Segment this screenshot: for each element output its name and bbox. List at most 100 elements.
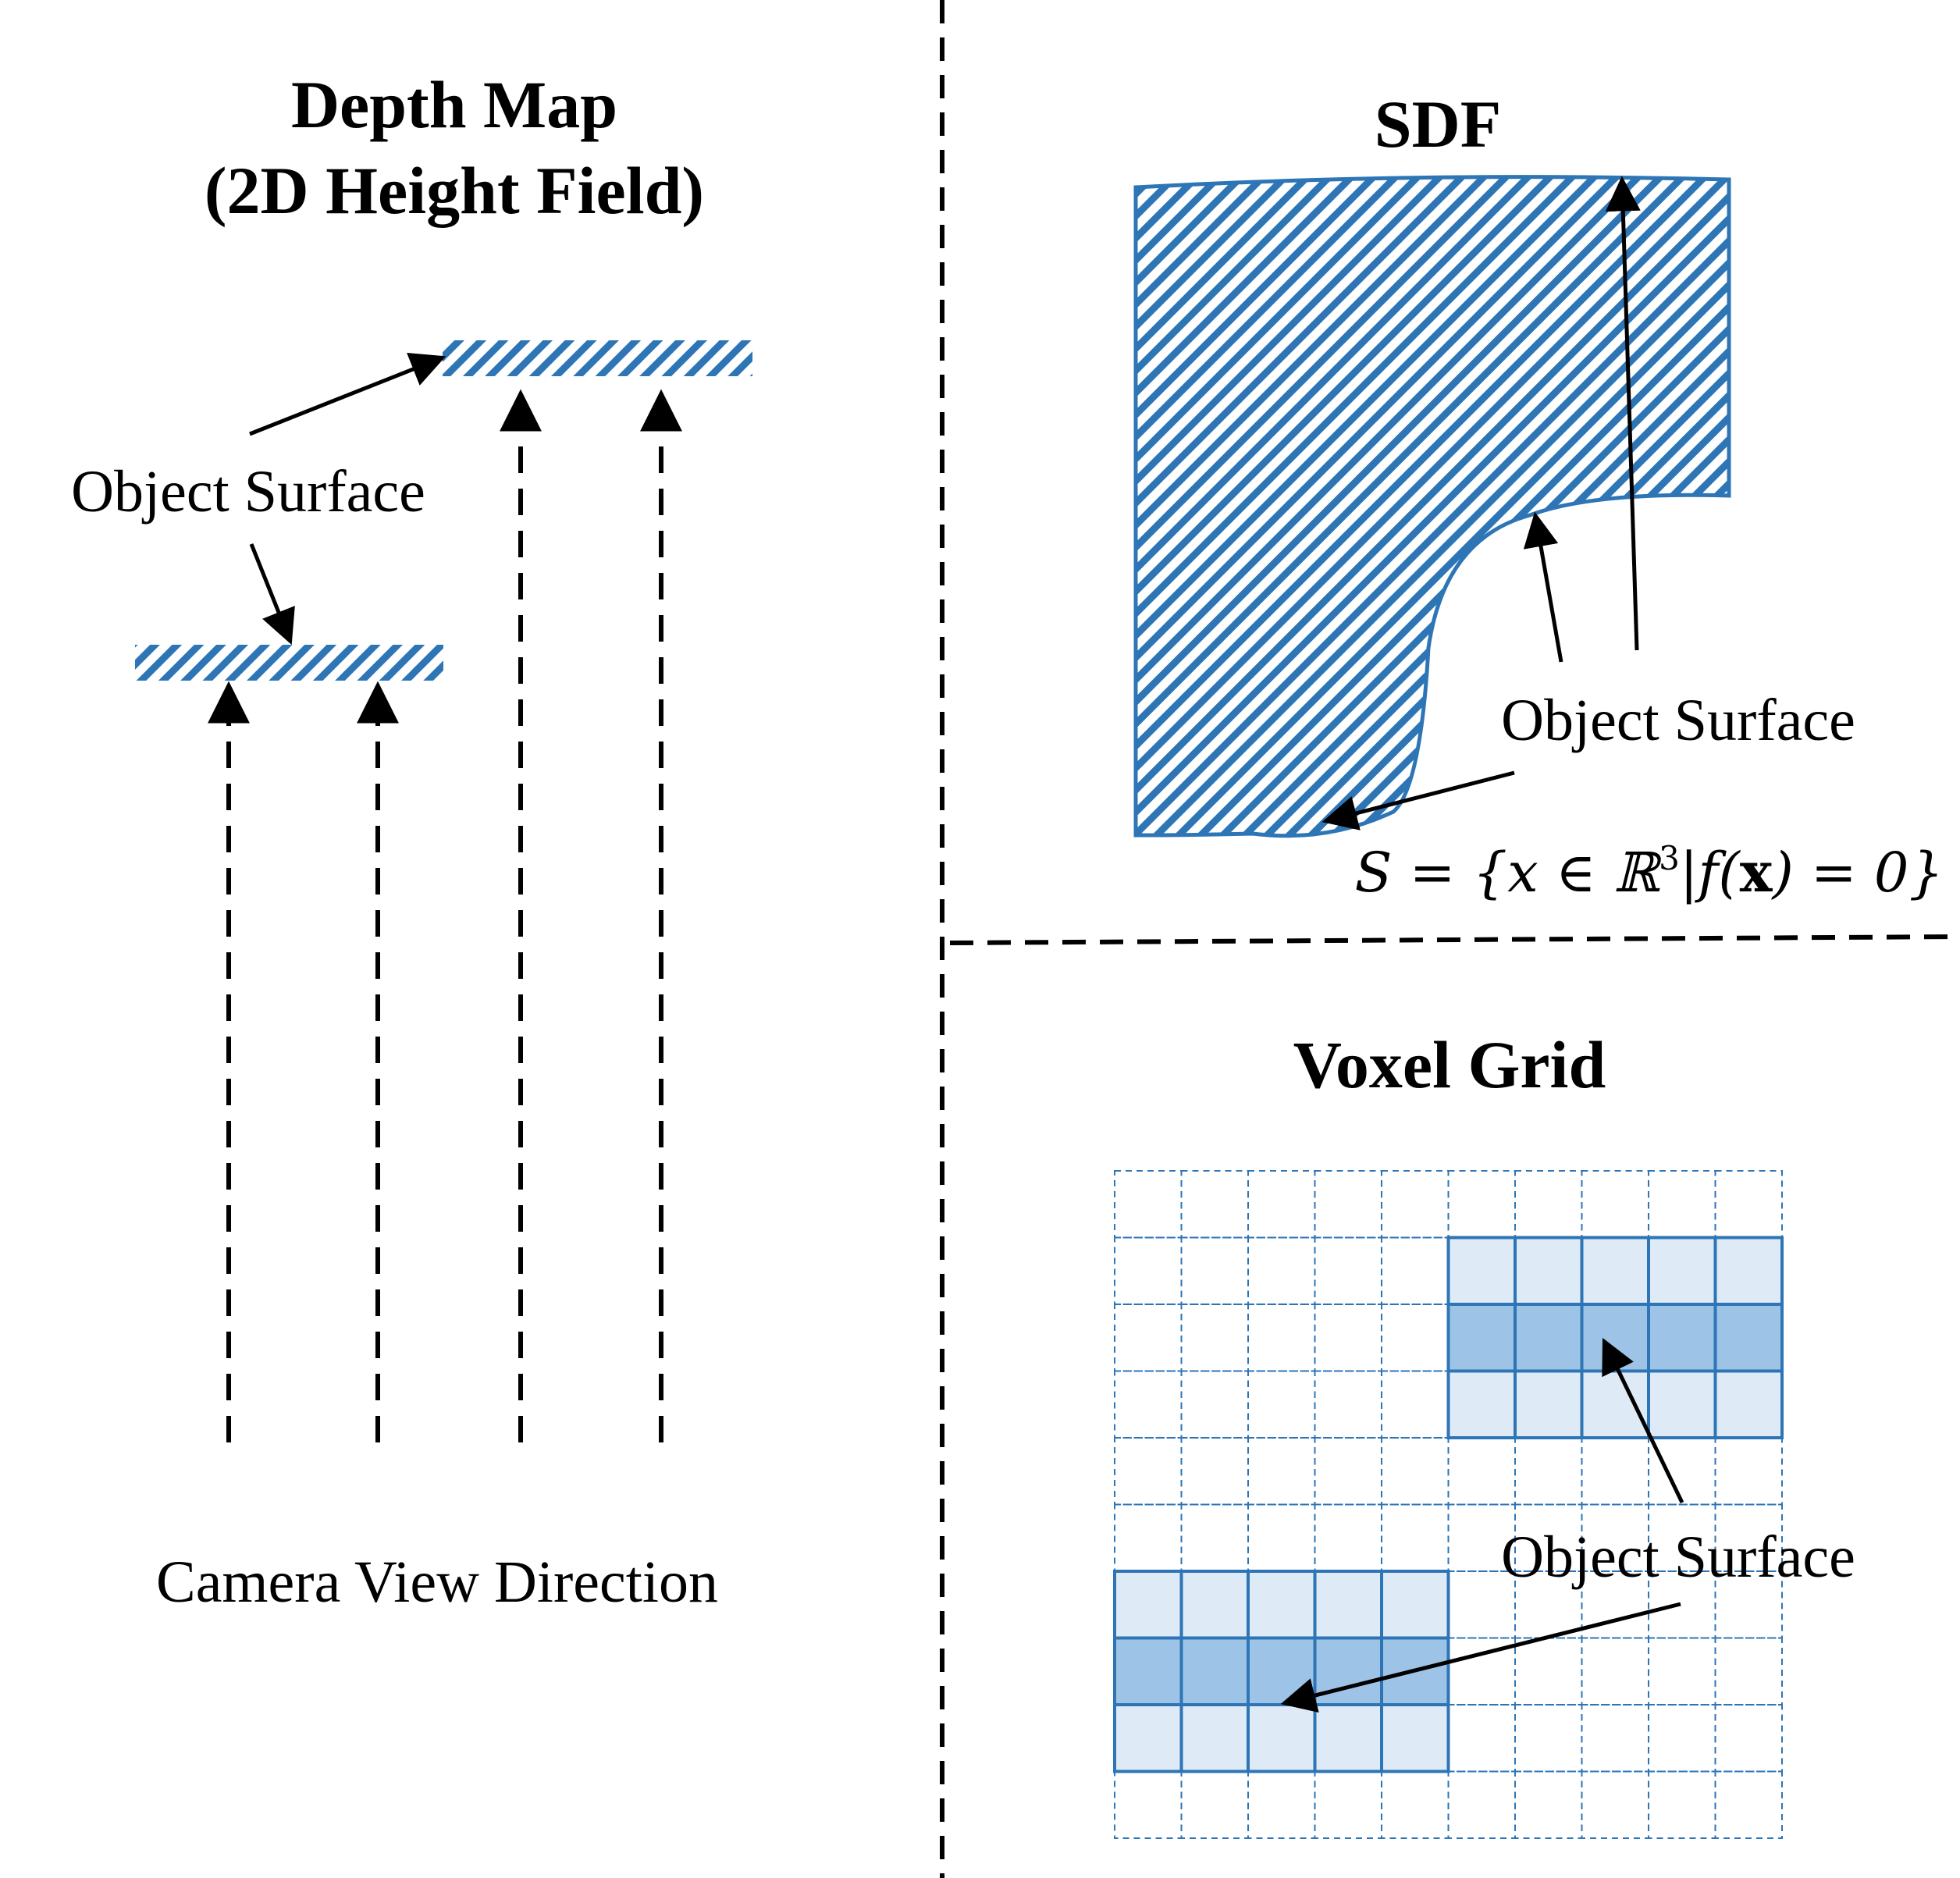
voxel-cell xyxy=(1447,1437,1516,1506)
voxel-cell xyxy=(1114,1370,1183,1439)
sdf-panel: SDF Object Surface S = {x ∈ ℝ3|f(x) = 0} xyxy=(1133,87,1944,905)
occupied-voxel xyxy=(1514,1236,1584,1306)
voxel-cell xyxy=(1514,1770,1583,1839)
voxel-arrow-upper xyxy=(1602,1337,1684,1504)
voxel-cell xyxy=(1314,1236,1382,1305)
voxel-cell xyxy=(1314,1437,1382,1506)
sdf-title: SDF xyxy=(1375,87,1501,162)
voxel-cell xyxy=(1180,1770,1249,1839)
occupied-voxel xyxy=(1380,1703,1450,1773)
voxel-cell xyxy=(1381,1170,1450,1239)
voxel-arrow-lower xyxy=(1280,1602,1681,1713)
voxel-cell xyxy=(1714,1704,1783,1773)
voxel-cell xyxy=(1581,1437,1649,1506)
surface-pointer-arrow-lower xyxy=(249,543,295,646)
occupied-voxel xyxy=(1247,1703,1317,1773)
camera-view-label: Camera View Direction xyxy=(156,1549,718,1615)
occupied-voxel xyxy=(1647,1236,1717,1306)
voxel-cell xyxy=(1247,1170,1316,1239)
voxel-cell xyxy=(1114,1503,1183,1572)
occupied-voxel xyxy=(1713,1369,1784,1439)
occupied-voxel xyxy=(1580,1236,1650,1306)
voxel-cell xyxy=(1247,1236,1316,1305)
voxel-cell xyxy=(1381,1437,1450,1506)
voxel-cell xyxy=(1180,1370,1249,1439)
occupied-voxel xyxy=(1313,1703,1383,1773)
voxel-cell xyxy=(1381,1503,1450,1572)
occupied-voxel xyxy=(1247,1570,1317,1640)
voxel-cell xyxy=(1114,1170,1183,1239)
voxel-cell xyxy=(1114,1236,1183,1305)
surface-voxel xyxy=(1247,1636,1317,1706)
sdf-arrow-middle xyxy=(1523,511,1563,663)
voxel-cell xyxy=(1114,1770,1183,1839)
voxel-cell xyxy=(1247,1770,1316,1839)
voxel-grid xyxy=(1113,1170,1784,1839)
voxel-cell xyxy=(1514,1704,1583,1773)
voxel-cell xyxy=(1180,1437,1249,1506)
surface-voxel xyxy=(1113,1636,1183,1706)
voxel-cell xyxy=(1581,1637,1649,1705)
voxel-cell xyxy=(1514,1637,1583,1705)
occupied-voxel xyxy=(1713,1236,1784,1306)
voxel-cell xyxy=(1648,1170,1716,1239)
voxel-cell xyxy=(1180,1304,1249,1372)
surface-voxel xyxy=(1647,1303,1717,1373)
sdf-arrow-bottom xyxy=(1321,770,1515,831)
surface-voxel xyxy=(1179,1636,1250,1706)
depth-map-subtitle: (2D Height Field) xyxy=(205,153,704,228)
occupied-voxel xyxy=(1446,1369,1517,1439)
voxel-cell xyxy=(1514,1437,1583,1506)
depth-map-panel: Depth Map (2D Height Field) Object Surfa… xyxy=(71,67,752,1615)
voxel-cell xyxy=(1381,1236,1450,1305)
surface-voxel xyxy=(1514,1303,1584,1373)
voxel-cell xyxy=(1648,1704,1716,1773)
voxel-cell xyxy=(1247,1304,1316,1372)
sdf-arrow-top xyxy=(1605,176,1641,651)
voxel-cell xyxy=(1247,1437,1316,1506)
sdf-hatched-region xyxy=(1133,175,1731,838)
surface-pointer-arrow-upper xyxy=(249,353,446,436)
voxel-cell xyxy=(1447,1704,1516,1773)
depth-map-title: Depth Map xyxy=(291,67,617,142)
voxel-grid-panel: Voxel Grid Object Surface xyxy=(1113,1027,1855,1839)
voxel-grid-title: Voxel Grid xyxy=(1293,1027,1606,1102)
voxel-cell xyxy=(1648,1770,1716,1839)
horizontal-divider xyxy=(949,934,1960,945)
occupied-voxel xyxy=(1580,1369,1650,1439)
voxel-cell xyxy=(1381,1770,1450,1839)
depth-map-surface-label: Object Surface xyxy=(71,459,425,525)
voxel-cell xyxy=(1381,1304,1450,1372)
voxel-cell xyxy=(1447,1170,1516,1239)
voxel-cell xyxy=(1114,1304,1183,1372)
occupied-voxel xyxy=(1179,1570,1250,1640)
voxel-cell xyxy=(1314,1170,1382,1239)
sdf-formula: S = {x ∈ ℝ3|f(x) = 0} xyxy=(1355,839,1944,905)
surface-voxel xyxy=(1713,1303,1784,1373)
voxel-cell xyxy=(1714,1770,1783,1839)
voxel-cell xyxy=(1581,1770,1649,1839)
occupied-voxel xyxy=(1313,1570,1383,1640)
voxel-cell xyxy=(1514,1170,1583,1239)
sdf-surface-label: Object Surface xyxy=(1501,688,1855,753)
occupied-voxel xyxy=(1446,1236,1517,1306)
voxel-cell xyxy=(1381,1370,1450,1439)
voxel-cell xyxy=(1648,1637,1716,1705)
occupied-voxel xyxy=(1179,1703,1250,1773)
voxel-surface-label: Object Surface xyxy=(1501,1524,1855,1590)
voxel-cell xyxy=(1714,1170,1783,1239)
voxel-cell xyxy=(1180,1236,1249,1305)
occupied-voxel xyxy=(1380,1570,1450,1640)
voxel-cell xyxy=(1314,1503,1382,1572)
occupied-voxel xyxy=(1514,1369,1584,1439)
occupied-voxel xyxy=(1647,1369,1717,1439)
voxel-cell xyxy=(1114,1437,1183,1506)
surface-voxel xyxy=(1446,1303,1517,1373)
voxel-cell xyxy=(1180,1170,1249,1239)
voxel-cell xyxy=(1581,1704,1649,1773)
voxel-cell xyxy=(1581,1170,1649,1239)
voxel-cell xyxy=(1714,1437,1783,1506)
voxel-cell xyxy=(1314,1304,1382,1372)
lower-surface-strip xyxy=(135,645,443,681)
